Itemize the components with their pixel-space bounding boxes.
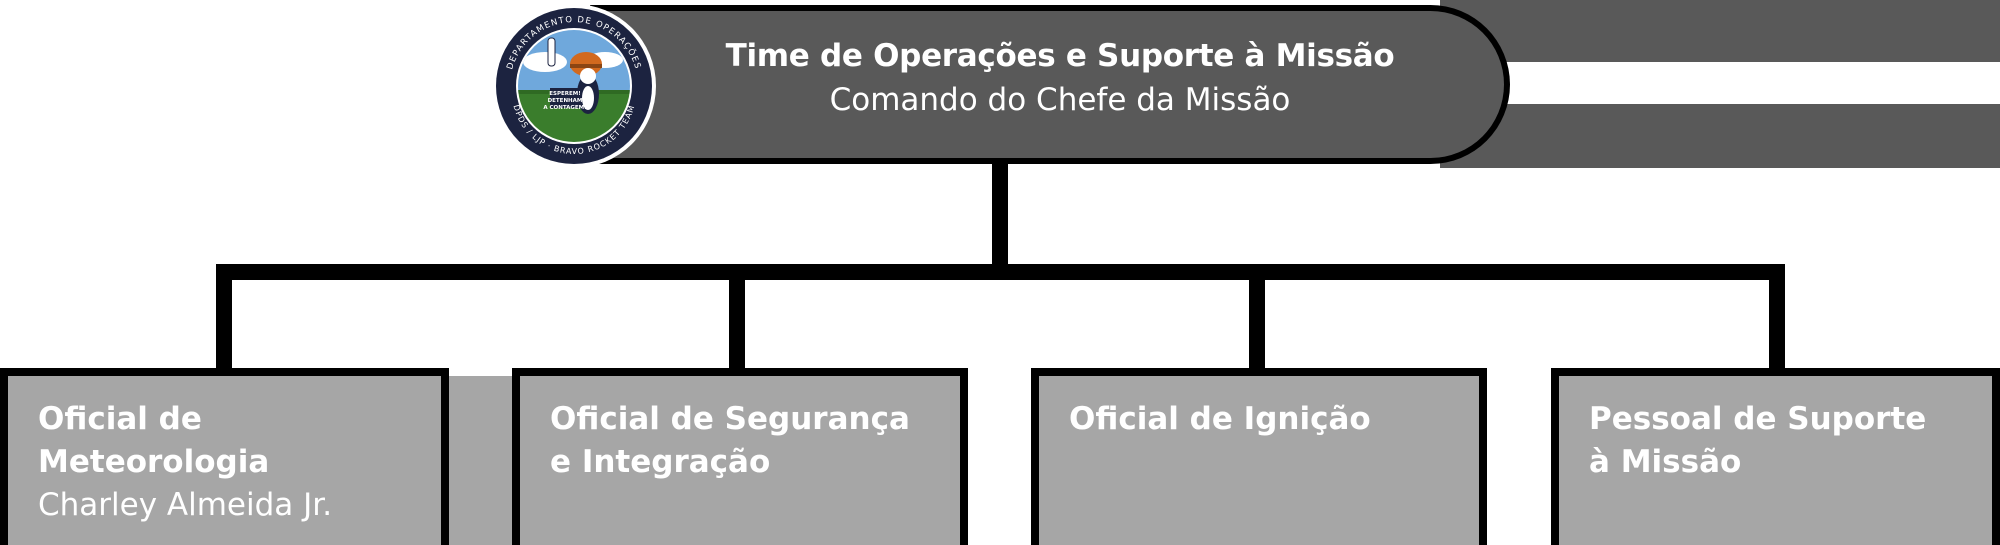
role-person-name: Charley Almeida Jr. xyxy=(38,487,333,523)
header-subtitle: Comando do Chefe da Missão xyxy=(829,82,1291,118)
connector-drop-2 xyxy=(729,264,745,370)
connector-drop-1 xyxy=(216,264,232,370)
role-box-ignition: Oficial de Ignição xyxy=(1031,368,1487,545)
role-title-line-1: Oficial de Segurança xyxy=(550,401,910,437)
connector-drop-4 xyxy=(1769,264,1785,370)
connector-drop-3 xyxy=(1249,264,1265,370)
badge-sign-line-3: A CONTAGEM! xyxy=(543,105,586,111)
connector-horizontal xyxy=(216,264,1785,280)
role-title-line-2: e Integração xyxy=(550,444,771,480)
badge-sign-line-2: DETENHAM xyxy=(548,98,583,104)
badge-sign-line-1: ESPEREM! xyxy=(549,91,580,97)
role-title: Oficial de Meteorologia xyxy=(38,401,270,480)
connector-trunk xyxy=(992,164,1008,264)
header-node xyxy=(590,5,1510,164)
header-band-bottom xyxy=(1440,104,2000,168)
role-box-meteorology: Oficial de Meteorologia Charley Almeida … xyxy=(0,368,449,545)
header-title: Time de Operações e Suporte à Missão xyxy=(725,38,1395,74)
department-badge-icon: DEPARTAMENTO DE OPERAÇÕES DPDS / LJP · B… xyxy=(492,4,656,168)
box-gap-filler xyxy=(447,376,512,545)
role-box-safety-integration: Oficial de Segurança e Integração xyxy=(512,368,968,545)
header-band-top xyxy=(1440,0,2000,62)
role-title: Oficial de Ignição xyxy=(1069,401,1371,437)
role-title-line-2: à Missão xyxy=(1589,444,1742,480)
role-box-mission-support: Pessoal de Suporte à Missão xyxy=(1551,368,2000,545)
role-title-line-1: Pessoal de Suporte xyxy=(1589,401,1927,437)
